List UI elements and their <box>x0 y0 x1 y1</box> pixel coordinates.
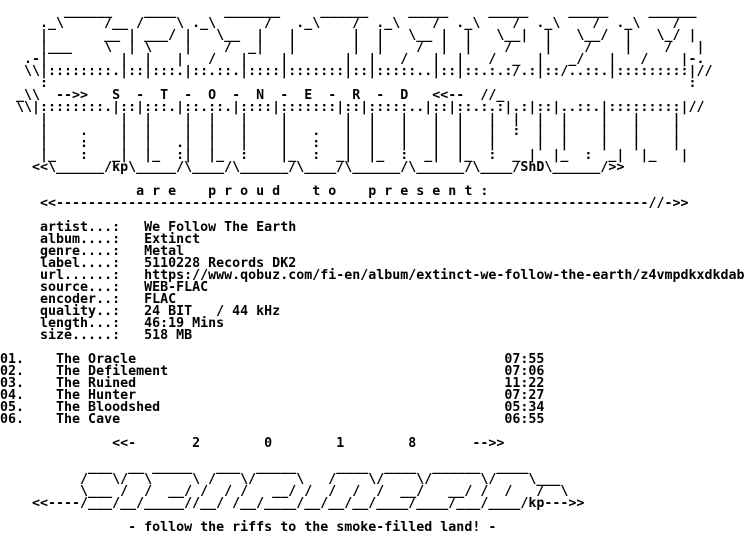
nfo-line: 05. The Bloodshed 05:34 <box>0 400 545 415</box>
nfo-line: 04. The Hunter 07:27 <box>0 388 545 403</box>
nfo-line: - follow the riffs to the smoke-filled l… <box>0 520 497 535</box>
nfo-line: label....: 5110228 Records DK2 <box>0 256 297 271</box>
nfo-line: \\|::::::::.|::|:::.|::.::.|::::|:::::::… <box>0 100 705 115</box>
nfo-line: | __ | ___/ | \__ | | | | \__ | | \__| |… <box>0 28 697 43</box>
nfo-line: size.....: 518 MB <box>0 328 193 343</box>
nfo-text-viewer: ______ ____ _______ ______ _____ _____ _… <box>0 4 744 535</box>
nfo-line: <<--------------------------------------… <box>0 196 689 211</box>
nfo-line: <<\______/kp\_____/\____/\______/\____/\… <box>0 160 625 175</box>
nfo-line: 03. The Ruined 11:22 <box>0 376 545 391</box>
nfo-line: _\\ -->> S - T - O - N - E - R - D <<-- … <box>0 88 505 103</box>
nfo-line: \___ / / __/ / / / __/ / / / / __/ __/ /… <box>0 484 569 499</box>
nfo-line: length...: 46:19 Mins <box>0 316 225 331</box>
nfo-line: | . | | | | | | . | | | | | | : | | | | … <box>0 124 681 139</box>
nfo-line: quality..: 24 BIT / 44 kHz <box>0 304 281 319</box>
nfo-line: artist...: We Follow The Earth <box>0 220 297 235</box>
nfo-line: |_ : _| |_ :| |_ : |_ : _| |_ : _| |_ : … <box>0 148 689 163</box>
nfo-line: genre....: Metal <box>0 244 185 259</box>
nfo-line: encoder..: FLAC <box>0 292 177 307</box>
nfo-line: <<- 2 0 1 8 -->> <box>0 436 505 451</box>
nfo-line: : : <box>0 76 697 91</box>
nfo-line: 01. The Oracle 07:55 <box>0 352 545 367</box>
nfo-line: a r e p r o u d t o p r e s e n t : <box>0 184 489 199</box>
nfo-line: .-| | | | / | | | | / | | / _ | _/ | / |… <box>0 52 705 67</box>
nfo-line: / \/ \ \ / \/ \ / \/ \/ \/ \___ <box>0 472 561 487</box>
nfo-line: url......: https://www.qobuz.com/fi-en/a… <box>0 268 744 283</box>
nfo-line: 02. The Defilement 07:06 <box>0 364 545 379</box>
nfo-line: 06. The Cave 06:55 <box>0 412 545 427</box>
nfo-line: album....: Extinct <box>0 232 201 247</box>
nfo-line: ._\ /__ / \ ._\ / ._\ / ._\ / ._\ / ._\ … <box>0 16 681 31</box>
nfo-line: ______ ____ _______ ______ _____ _____ _… <box>0 4 697 19</box>
nfo-line: |___ \ | \ | / _| | | | / | | / | / | / … <box>0 40 705 55</box>
nfo-line: | | | | | | | | | | | | | | | | | | | <box>0 112 681 127</box>
nfo-line: <<----/___/__/_____//__/ /__/____/__/__/… <box>0 496 585 511</box>
nfo-line: | : | | .| | | | : | | | | | | | | | | | <box>0 136 681 151</box>
nfo-line: \\|::::::::.|::|:::.|::.::.|::::|:::::::… <box>0 64 713 79</box>
nfo-line: ___ __ _____ ___ _____ ____ ____ ______ … <box>0 460 529 475</box>
nfo-line: source...: WEB-FLAC <box>0 280 209 295</box>
